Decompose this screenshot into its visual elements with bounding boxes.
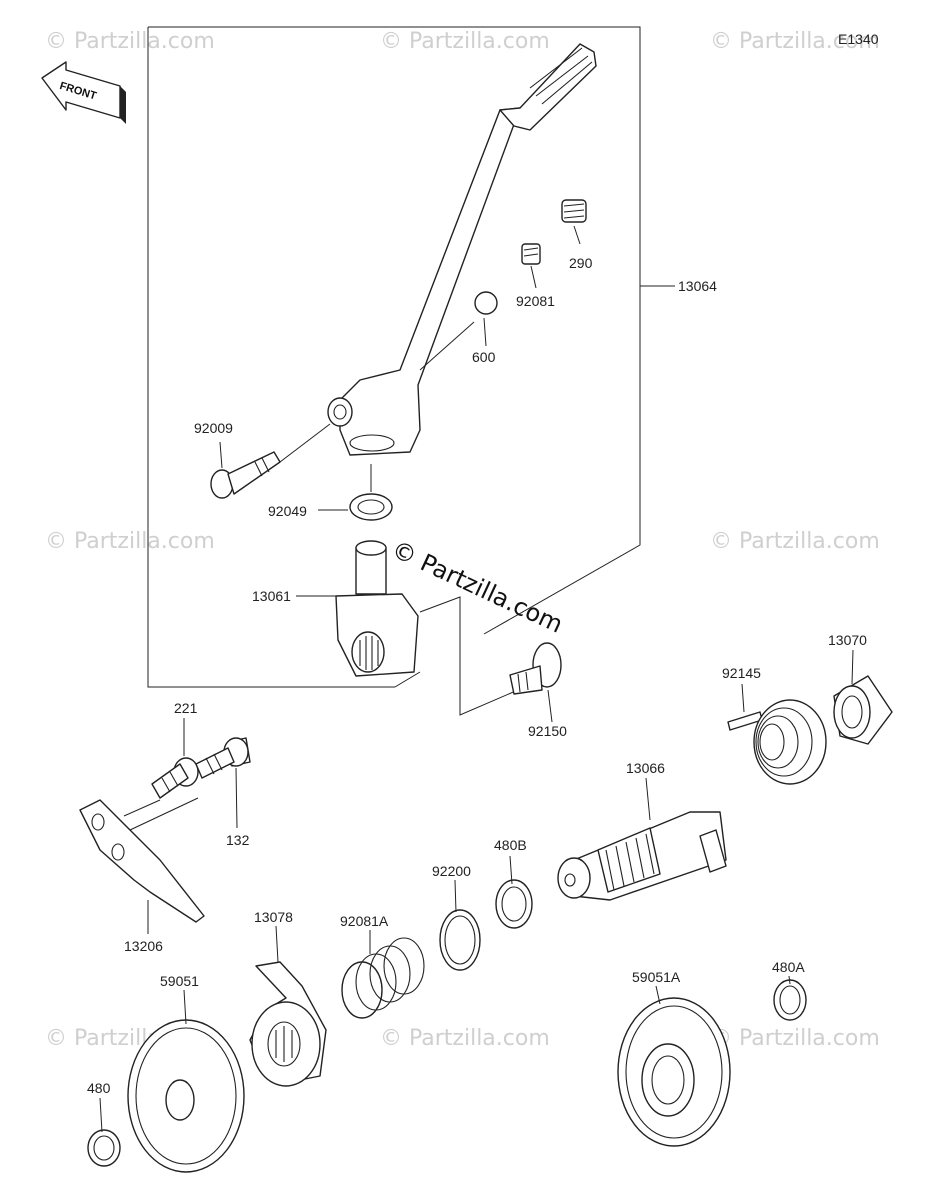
- steel-ball-600: [474, 291, 498, 315]
- watermark: © Partzilla.com: [710, 1026, 880, 1051]
- label-221: 221: [174, 700, 198, 716]
- circlip-480: [87, 1129, 121, 1167]
- label-92009: 92009: [194, 420, 233, 436]
- label-13061: 13061: [252, 588, 291, 604]
- label-13078: 13078: [254, 909, 293, 925]
- spring-92081A: [341, 937, 425, 1019]
- spring-92145: [727, 699, 827, 785]
- watermark: © Partzilla.com: [380, 29, 550, 54]
- bolt-92150: [509, 642, 562, 695]
- washer-92200: [439, 909, 481, 971]
- label-92145: 92145: [722, 665, 761, 681]
- set-screw-290: [561, 199, 587, 223]
- label-132: 132: [226, 832, 250, 848]
- watermark: © Partzilla.com: [710, 29, 880, 54]
- watermark: © Partzilla.com: [45, 29, 215, 54]
- ratchet-13078: [249, 961, 327, 1087]
- bolt-221: [151, 757, 199, 799]
- label-59051: 59051: [160, 973, 199, 989]
- watermark: © Partzilla.com: [380, 1026, 550, 1051]
- boss-13061: [335, 540, 419, 677]
- bolt-92009: [210, 451, 281, 499]
- gear-59051A: [617, 997, 731, 1147]
- label-480: 480: [87, 1080, 111, 1096]
- label-480B: 480B: [494, 837, 527, 853]
- label-13206: 13206: [124, 938, 163, 954]
- label-290: 290: [569, 255, 593, 271]
- label-92200: 92200: [432, 863, 471, 879]
- plate-13206: [79, 799, 205, 923]
- circlip-480A: [773, 979, 807, 1021]
- label-13070: 13070: [828, 632, 867, 648]
- watermark: © Partzilla.com: [45, 529, 215, 554]
- watermark: © Partzilla.com: [710, 529, 880, 554]
- front-arrow-icon: FRONT: [41, 61, 126, 124]
- leader-lines: [99, 225, 854, 1133]
- label-59051A: 59051A: [632, 969, 681, 985]
- label-480A: 480A: [772, 959, 805, 975]
- bolt-132: [195, 737, 251, 779]
- diagram-code: E1340: [838, 31, 879, 47]
- label-13064: 13064: [678, 278, 717, 294]
- label-600: 600: [472, 349, 496, 365]
- part-labels: 13064 290 92081 600 92009 92049 13061 92…: [87, 255, 867, 1096]
- washer-92049: [349, 493, 393, 521]
- collar-13070: [833, 675, 893, 745]
- label-92081: 92081: [516, 293, 555, 309]
- set-screw-92081: [521, 243, 541, 265]
- circlip-480B: [495, 879, 533, 929]
- kick-lever-13064: [327, 43, 597, 456]
- label-13066: 13066: [626, 760, 665, 776]
- label-92150: 92150: [528, 723, 567, 739]
- kick-shaft-13066: [557, 811, 727, 901]
- label-92081A: 92081A: [340, 913, 389, 929]
- gear-59051: [127, 1019, 245, 1173]
- label-92049: 92049: [268, 503, 307, 519]
